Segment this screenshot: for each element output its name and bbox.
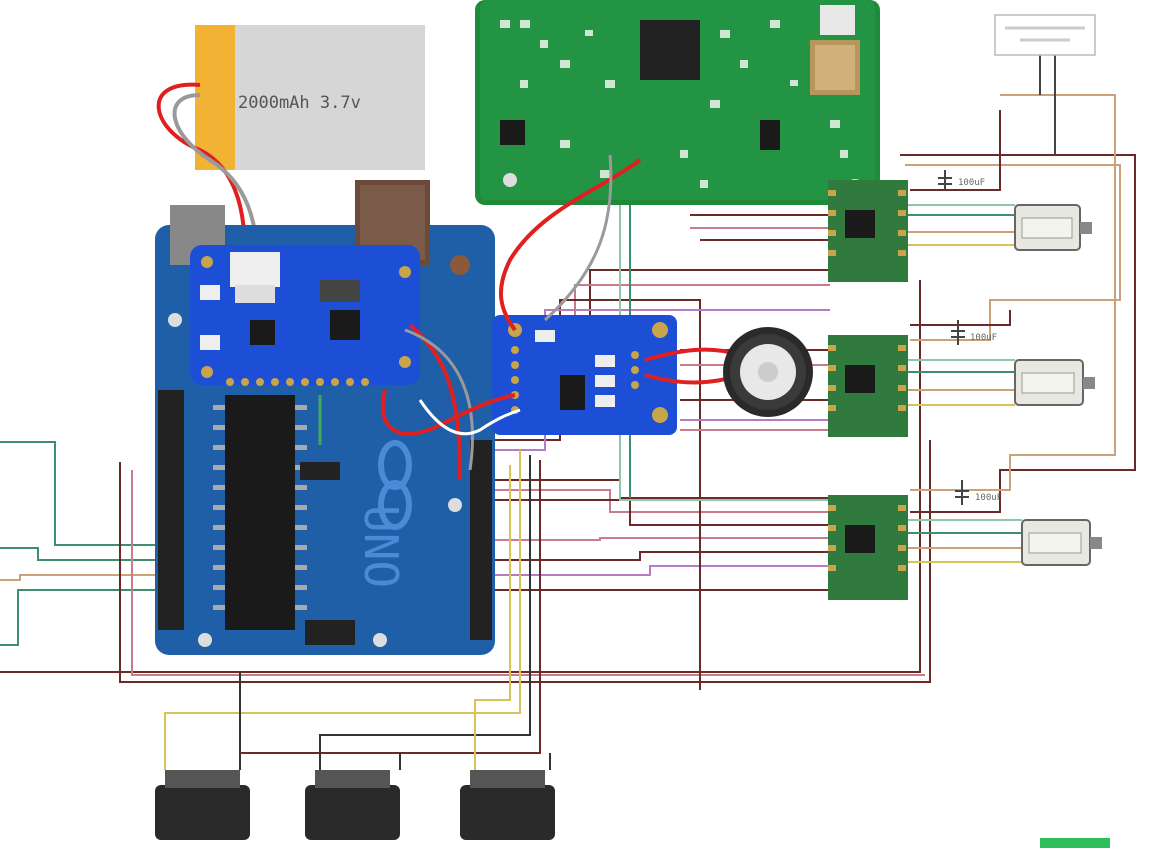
stepper-driver-2 [828, 335, 908, 437]
wire-switch-yellow-2 [474, 465, 511, 770]
arduino-infinity-logo [378, 440, 412, 490]
capacitor-1-label: 100uF [958, 178, 985, 188]
limit-switch-3 [460, 770, 555, 840]
speaker [723, 327, 813, 417]
limit-switch-2 [305, 770, 400, 840]
stepper-motor-3 [1021, 519, 1102, 566]
wire-bus-4 [490, 537, 830, 541]
wire-switch-dark-3 [319, 455, 531, 770]
raspberry-pi-board [475, 0, 880, 205]
capacitor-3: 100uF [955, 480, 1002, 505]
capacitor-3-label: 100uF [975, 493, 1002, 503]
capacitor-2-label: 100uF [970, 333, 997, 343]
motor-wires-3 [905, 519, 1022, 563]
wires [0, 55, 1136, 770]
lipo-battery: 2000mAh 3.7v [195, 25, 425, 170]
wire-left-tan-1 [0, 574, 160, 581]
capacitor-1: 100uF [938, 170, 985, 190]
wire-left-green-3 [0, 589, 160, 646]
wire-right-dark-2 [910, 110, 1001, 191]
corner-green-mark [1040, 838, 1110, 848]
stepper-driver-1 [828, 180, 908, 282]
wire-switch-dark-2 [240, 460, 541, 754]
wire-right-dark-3 [910, 310, 1011, 326]
wire-left-pink [131, 470, 925, 676]
battery-lead-red [156, 82, 247, 256]
battery-label: 2000mAh 3.7v [238, 93, 361, 113]
lipo-charger-board [190, 245, 420, 386]
motor-wires-1 [905, 204, 1015, 246]
wire-switch-yellow [164, 450, 521, 770]
stepper-motor-2 [1014, 359, 1095, 406]
stepper-driver-3 [828, 495, 908, 600]
arduino-infinity-logo-2 [378, 480, 412, 530]
wire-bus-6 [490, 565, 830, 576]
wire-right-tan-1 [905, 164, 1121, 341]
motor-wires-2 [905, 359, 1015, 406]
board-signal-wires [318, 154, 741, 481]
wire-left-green-1 [0, 441, 160, 546]
wire-right-dark-1 [900, 154, 1136, 513]
wire-left-green-2 [0, 547, 160, 561]
wire-green-mid [619, 200, 830, 501]
wire-bus-5 [490, 551, 830, 561]
stepper-motor-1 [1014, 204, 1092, 251]
wire-right-tan-2 [910, 94, 1116, 491]
limit-switch-1 [155, 770, 250, 840]
power-supply [994, 14, 1096, 56]
capacitor-2: 100uF [951, 320, 997, 345]
wire-left-dark-1 [0, 280, 921, 673]
battery-lead-gray [172, 93, 260, 256]
wire-bus-3 [490, 499, 830, 526]
